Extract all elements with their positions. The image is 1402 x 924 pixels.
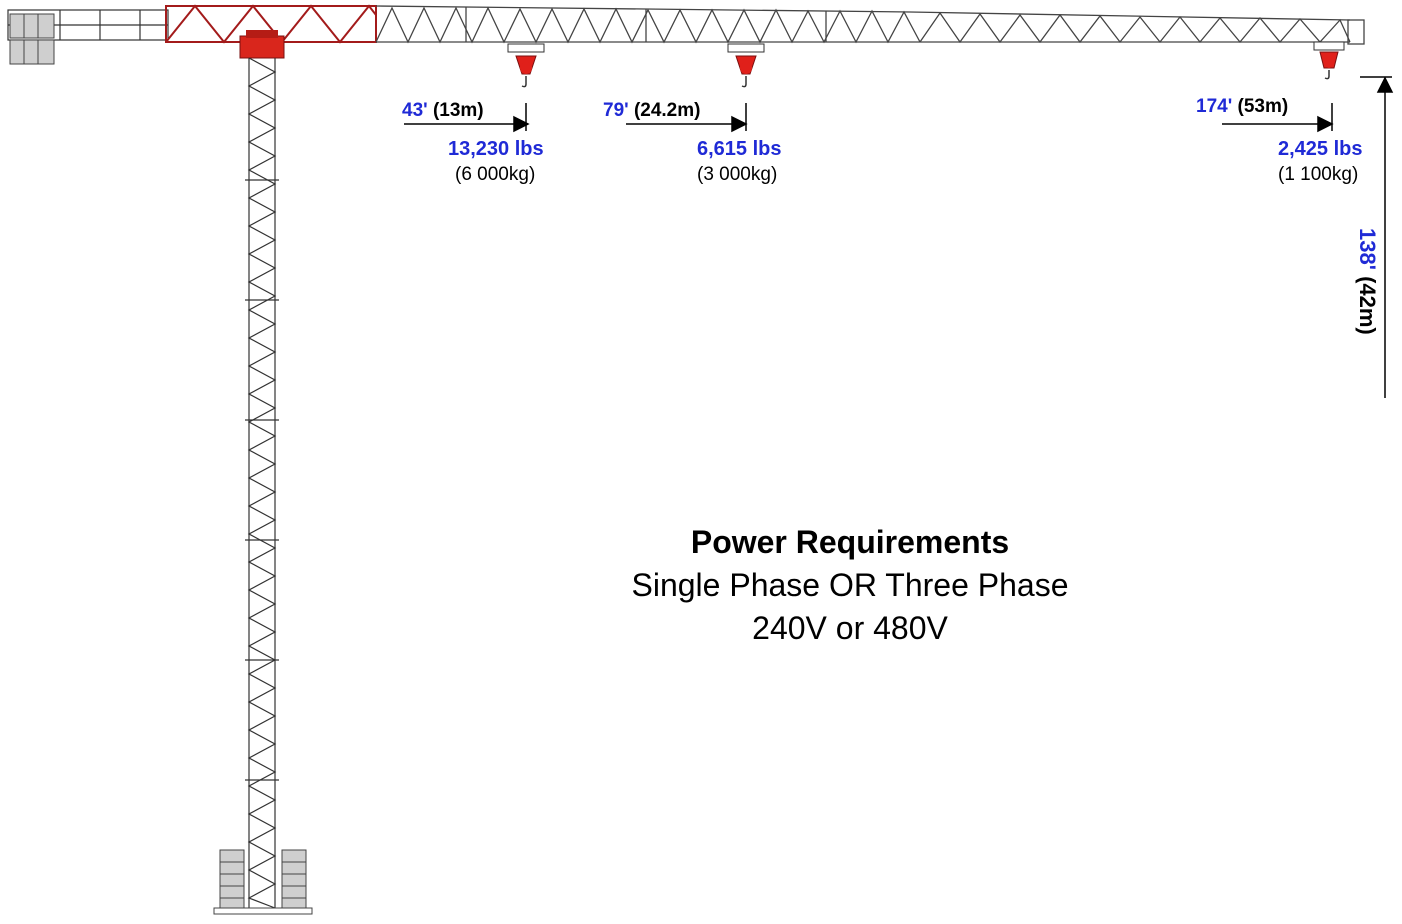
radius-arrows	[404, 103, 1334, 133]
radius-feet: 43'	[402, 100, 428, 121]
power-voltage-text: 240V or 480V	[752, 610, 948, 646]
height-meters: (42m)	[1355, 276, 1380, 335]
load-kg-2: (3 000kg)	[697, 164, 778, 185]
main-jib	[375, 5, 1365, 45]
slewing-unit	[239, 30, 285, 59]
base-ballast	[213, 849, 313, 915]
counterweight-blocks	[9, 13, 55, 65]
load-kg-1: (6 000kg)	[455, 164, 536, 185]
power-requirements-title: Power Requirements	[690, 524, 1010, 560]
height-feet: 138'	[1355, 228, 1380, 270]
counter-jib	[7, 9, 169, 41]
radius-meters: (24.2m)	[633, 100, 701, 121]
power-phase-text: Single Phase OR Three Phase	[631, 567, 1069, 603]
height-arrow	[1360, 76, 1394, 398]
radius-label-2: 79' (24.2m)	[603, 100, 700, 122]
hook-height-label: 138' (42m)	[1354, 228, 1380, 335]
load-lbs-2: 6,615 lbs	[697, 138, 782, 160]
trolley-hook-53m	[1313, 41, 1345, 80]
radius-meters: (13m)	[432, 100, 484, 121]
radius-meters: (53m)	[1237, 96, 1289, 117]
trolley-hook-24m	[727, 43, 765, 88]
radius-label-3: 174' (53m)	[1196, 96, 1288, 118]
trolley-hook-13m	[507, 43, 545, 88]
load-lbs-3: 2,425 lbs	[1278, 138, 1363, 160]
radius-feet: 174'	[1196, 96, 1233, 117]
load-lbs-1: 13,230 lbs	[448, 138, 544, 160]
radius-feet: 79'	[603, 100, 629, 121]
radius-label-1: 43' (13m)	[402, 100, 484, 122]
load-kg-3: (1 100kg)	[1278, 164, 1359, 185]
tower-mast	[245, 57, 279, 909]
